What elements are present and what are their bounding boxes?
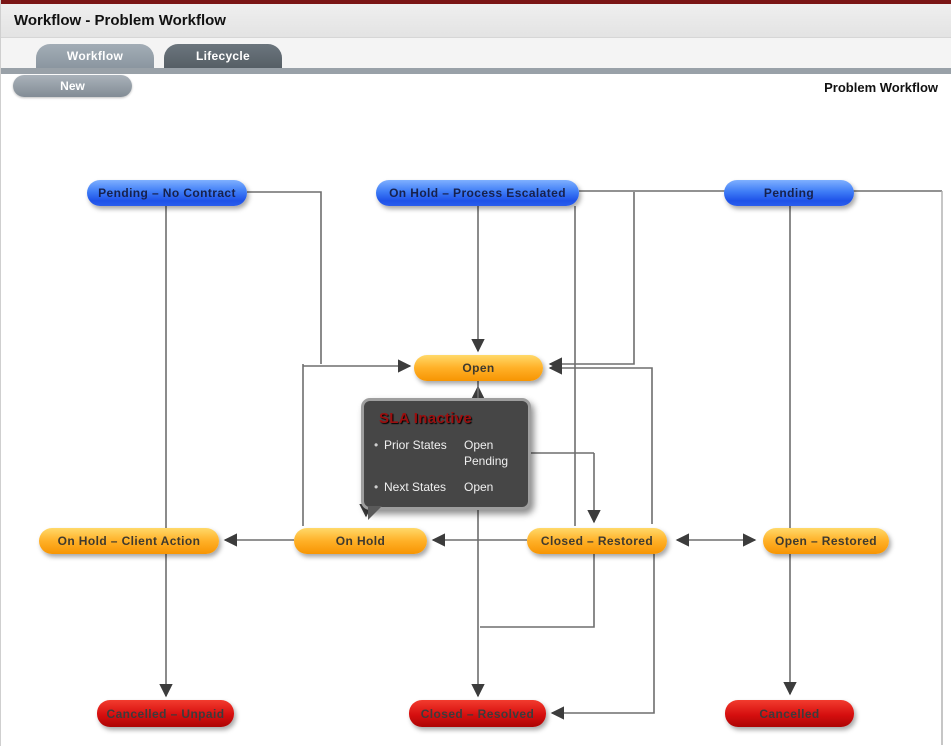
sla-tooltip-title: SLA Inactive [379, 410, 473, 427]
workflow-connector [548, 361, 653, 524]
tooltip-pointer-tail [368, 506, 382, 520]
prior-state-value: Pending [464, 454, 509, 468]
toolbar: New Problem Workflow [1, 74, 951, 100]
workflow-state-on-hold-process-escalated[interactable]: On Hold – Process Escalated [376, 180, 579, 206]
workflow-connector [247, 191, 322, 364]
workflow-state-on-hold-client-action[interactable]: On Hold – Client Action [39, 528, 219, 554]
prior-state-value: Open [464, 438, 494, 452]
workflow-state-on-hold[interactable]: On Hold [294, 528, 427, 554]
workflow-state-cancelled-unpaid[interactable]: Cancelled – Unpaid [97, 700, 234, 727]
next-states-label: Next States [384, 480, 447, 494]
sla-tooltip: SLA Inactive • Prior States Open Pending… [361, 398, 531, 520]
top-accent-bar [1, 0, 951, 4]
page-title: Workflow - Problem Workflow [14, 12, 226, 29]
workflow-connector [480, 554, 595, 628]
tab-lifecycle[interactable]: Lifecycle [164, 44, 282, 68]
bullet-icon: • [374, 480, 379, 494]
workflow-state-closed-resolved[interactable]: Closed – Resolved [409, 700, 546, 727]
bullet-icon: • [374, 438, 379, 452]
workflow-state-closed-restored[interactable]: Closed – Restored [527, 528, 667, 554]
title-bar: Workflow - Problem Workflow [1, 4, 951, 38]
tab-strip: Workflow Lifecycle [1, 38, 951, 68]
tooltip-prior-states-row: • Prior States Open Pending [374, 437, 528, 469]
workflow-state-pending-no-contract[interactable]: Pending – No Contract [87, 180, 247, 206]
workflow-state-cancelled[interactable]: Cancelled [725, 700, 854, 727]
tab-divider-bar [1, 68, 951, 74]
workflow-connector [550, 554, 655, 720]
workflow-state-open-restored[interactable]: Open – Restored [763, 528, 889, 554]
prior-states-label: Prior States [384, 438, 447, 452]
tab-workflow[interactable]: Workflow [36, 44, 154, 68]
tab-lifecycle-label: Lifecycle [195, 49, 251, 63]
workflow-state-open[interactable]: Open [414, 355, 543, 381]
tab-workflow-label: Workflow [66, 49, 124, 63]
workflow-connector [548, 192, 635, 371]
tooltip-next-states-row: • Next States Open [374, 479, 528, 495]
context-title: Problem Workflow [824, 80, 938, 95]
workflow-diagram-canvas[interactable]: SLA Inactive • Prior States Open Pending… [1, 100, 951, 746]
new-button[interactable]: New [13, 75, 132, 97]
next-state-value: Open [464, 480, 494, 494]
workflow-state-pending[interactable]: Pending [724, 180, 854, 206]
